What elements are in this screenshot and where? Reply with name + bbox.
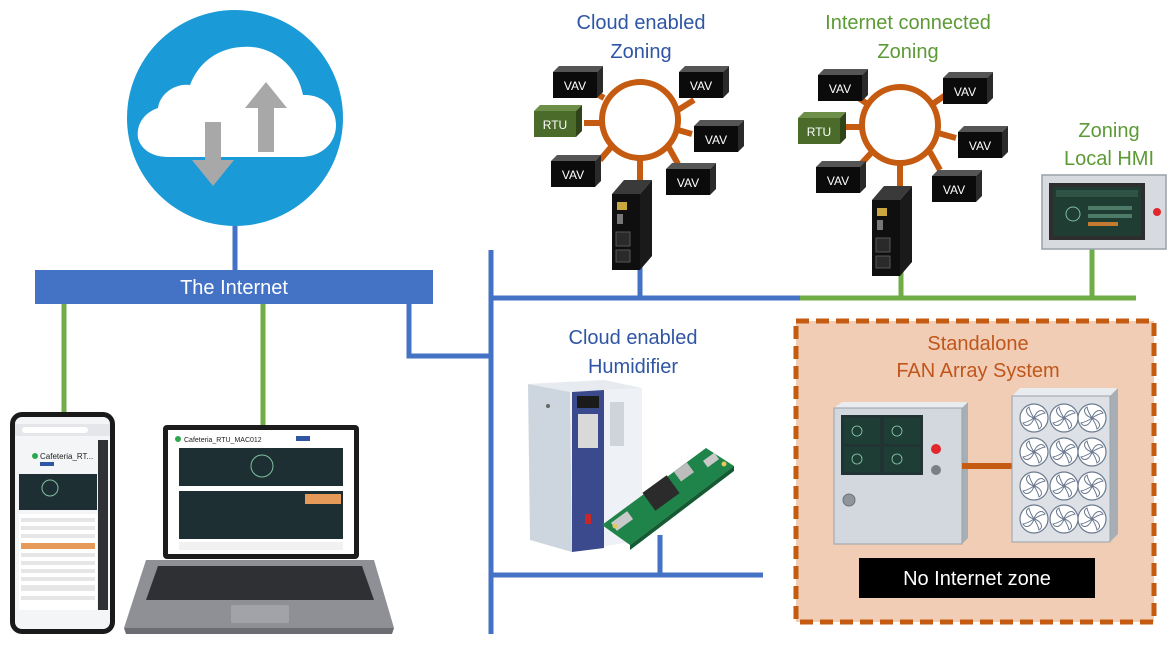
svg-text:RTU: RTU xyxy=(543,118,567,132)
fan-icon xyxy=(1077,403,1107,433)
svg-text:VAV: VAV xyxy=(943,183,965,197)
cloud-zoning-title-line1: Cloud enabled xyxy=(577,12,706,34)
humidifier-title-line1: Cloud enabled xyxy=(569,327,698,349)
svg-text:VAV: VAV xyxy=(969,139,991,153)
internet-zoning-vav-5: VAV xyxy=(932,170,982,202)
fan-icon xyxy=(1077,437,1107,467)
fan-icon xyxy=(1077,504,1107,534)
laptop: Cafeteria_RTU_MAC012 xyxy=(124,425,394,634)
hmi-indicator-icon xyxy=(1153,208,1161,216)
internet-zoning-vav-1: VAV xyxy=(818,69,868,101)
internet-zoning-title-line2: Zoning xyxy=(877,41,938,63)
cloud-zoning-group: Cloud enabled Zoning VAV VAV RTU VAV xyxy=(534,12,744,271)
network-links xyxy=(61,226,1136,634)
svg-text:VAV: VAV xyxy=(677,176,699,190)
fan-icon xyxy=(1077,471,1107,501)
upload-arrow-icon xyxy=(245,82,287,152)
fan-icon xyxy=(1049,403,1079,433)
fan-array-alarm-light-icon xyxy=(931,444,941,454)
svg-text:VAV: VAV xyxy=(705,133,727,147)
smartphone: Cafeteria_RT... xyxy=(10,412,115,634)
svg-text:VAV: VAV xyxy=(829,82,851,96)
fan-icon xyxy=(1019,403,1049,433)
phone-site-name: Cafeteria_RT... xyxy=(40,452,93,461)
cloud-icon xyxy=(127,10,343,226)
cloud-zoning-vav-1: VAV xyxy=(553,66,603,98)
internet-label: The Internet xyxy=(180,277,288,299)
laptop-keyboard xyxy=(146,566,374,600)
fan-icon xyxy=(1049,437,1079,467)
fan-icon xyxy=(1019,437,1049,467)
hmi-group: Zoning Local HMI xyxy=(1041,120,1167,250)
laptop-status-panel xyxy=(179,448,343,486)
no-internet-badge: No Internet zone xyxy=(859,558,1095,598)
hmi-title-line1: Zoning xyxy=(1078,120,1139,142)
internet-zoning-controller xyxy=(871,185,913,277)
cloud-zoning-rtu: RTU xyxy=(534,105,582,137)
svg-text:VAV: VAV xyxy=(954,85,976,99)
fan-array-control-panel xyxy=(833,402,968,545)
phone-status-panel xyxy=(19,474,97,510)
internet-zoning-group: Internet connected Zoning VAV VAV RTU VA… xyxy=(798,12,1008,277)
fan-array-title-line2: FAN Array System xyxy=(896,360,1059,382)
svg-text:VAV: VAV xyxy=(690,79,712,93)
fan-array-cabinet xyxy=(1011,388,1118,543)
fan-icon xyxy=(1019,471,1049,501)
svg-text:VAV: VAV xyxy=(562,168,584,182)
internet-zoning-vav-3: VAV xyxy=(958,126,1008,158)
no-internet-label: No Internet zone xyxy=(903,568,1051,590)
internet-zoning-vav-2: VAV xyxy=(943,72,993,104)
hmi-title-line2: Local HMI xyxy=(1064,148,1154,170)
cloud-zoning-ring xyxy=(584,79,696,190)
internet-bar: The Internet xyxy=(35,270,433,304)
humidifier-title-line2: Humidifier xyxy=(588,356,678,378)
hmi-panel xyxy=(1041,174,1167,250)
cloud-zoning-vav-3: VAV xyxy=(694,120,744,152)
fan-array-zone: Standalone FAN Array System xyxy=(793,318,1157,625)
internet-to-site-link xyxy=(406,302,491,359)
internet-zoning-rtu: RTU xyxy=(798,112,846,144)
internet-zoning-title-line1: Internet connected xyxy=(825,12,991,34)
fan-icon xyxy=(1049,471,1079,501)
internet-zoning-vav-4: VAV xyxy=(816,161,866,193)
laptop-touchpad xyxy=(231,605,289,623)
svg-text:VAV: VAV xyxy=(827,174,849,188)
laptop-site-name: Cafeteria_RTU_MAC012 xyxy=(184,437,262,444)
humidifier-group: Cloud enabled Humidifier xyxy=(528,327,734,552)
cloud-zoning-title-line2: Zoning xyxy=(610,41,671,63)
svg-text:VAV: VAV xyxy=(564,79,586,93)
fan-array-switch-icon xyxy=(931,465,941,475)
fan-icon xyxy=(1019,504,1049,534)
cloud-zoning-vav-4: VAV xyxy=(551,155,601,187)
cloud-zoning-controller xyxy=(611,179,653,271)
cloud-zoning-vav-2: VAV xyxy=(679,66,729,98)
svg-text:RTU: RTU xyxy=(807,125,831,139)
download-arrow-icon xyxy=(192,122,234,186)
fan-array-title-line1: Standalone xyxy=(927,333,1028,355)
fan-icon xyxy=(1049,504,1079,534)
raspberry-pi-board xyxy=(602,448,734,550)
cloud-zoning-vav-5: VAV xyxy=(666,163,716,195)
